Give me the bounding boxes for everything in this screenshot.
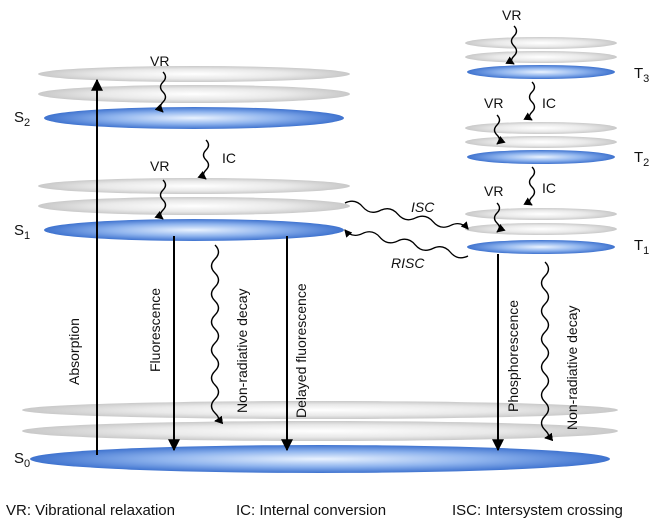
nonrad-wavy-arrow-triplet	[540, 261, 554, 442]
ic-wavy-arrow-t2-t1	[523, 166, 536, 206]
delayed-fluorescence-label: Delayed fluorescence	[293, 283, 309, 418]
nonrad-label-singlet: Non-radiative decay	[234, 288, 250, 413]
legend-isc: ISC: Intersystem crossing	[452, 502, 623, 519]
vr-label-s1: VR	[150, 158, 169, 174]
s2-vib-level-1	[38, 66, 350, 82]
label-s2: S2	[14, 109, 30, 129]
vr-wavy-arrow-s2	[154, 71, 167, 113]
label-s1: S1	[14, 222, 30, 242]
s2-vib-level-2	[38, 85, 350, 103]
s1-vib-level-1	[38, 178, 350, 194]
s0-level	[30, 445, 610, 473]
risc-wavy-arrow	[344, 229, 469, 259]
s1-vib-level-2	[38, 197, 350, 215]
s0-vib-level-2	[22, 421, 618, 441]
vr-label-s2: VR	[150, 53, 169, 69]
label-t2: T2	[634, 149, 649, 169]
isc-label: ISC	[411, 199, 435, 215]
label-s0: S0	[14, 450, 30, 470]
phosphorescence-label: Phosphorescence	[505, 300, 521, 412]
t2-vib-level-2	[465, 136, 617, 148]
ic-label-s2-s1: IC	[222, 150, 236, 166]
legend-vr: VR: Vibrational relaxation	[6, 502, 175, 519]
t1-vib-level-2	[465, 223, 617, 235]
ic-wavy-arrow-s2-s1	[197, 139, 210, 180]
t2-vib-level-1	[465, 122, 617, 134]
legend-ic: IC: Internal conversion	[236, 502, 386, 519]
vr-wavy-arrow-s1	[154, 179, 167, 220]
vr-label-t1: VR	[484, 183, 503, 199]
ic-label-t3-t2: IC	[542, 95, 556, 111]
t3-vib-level-1	[465, 37, 617, 49]
t1-vib-level-1	[465, 208, 617, 220]
s2-level	[44, 107, 344, 129]
t3-level	[467, 65, 615, 79]
s1-level	[44, 219, 344, 241]
vr-label-t2: VR	[484, 95, 503, 111]
ic-label-t2-t1: IC	[542, 180, 556, 196]
nonrad-wavy-arrow-singlet	[210, 244, 224, 425]
vr-label-t3: VR	[502, 7, 521, 23]
risc-label: RISC	[391, 255, 425, 271]
vr-wavy-arrow-t3	[505, 25, 518, 65]
s0-vib-level-1	[22, 401, 618, 419]
vr-wavy-arrow-t1	[493, 202, 506, 233]
nonrad-label-triplet: Non-radiative decay	[564, 305, 580, 430]
fluorescence-label: Fluorescence	[147, 288, 163, 372]
t3-vib-level-2	[465, 51, 617, 63]
isc-wavy-arrow	[344, 200, 469, 230]
vr-wavy-arrow-t2	[493, 114, 506, 145]
label-t3: T3	[634, 65, 649, 85]
t2-level	[467, 150, 615, 164]
label-t1: T1	[634, 237, 649, 257]
ic-wavy-arrow-t3-t2	[523, 81, 536, 121]
absorption-label: Absorption	[66, 318, 82, 385]
t1-level	[467, 240, 615, 254]
